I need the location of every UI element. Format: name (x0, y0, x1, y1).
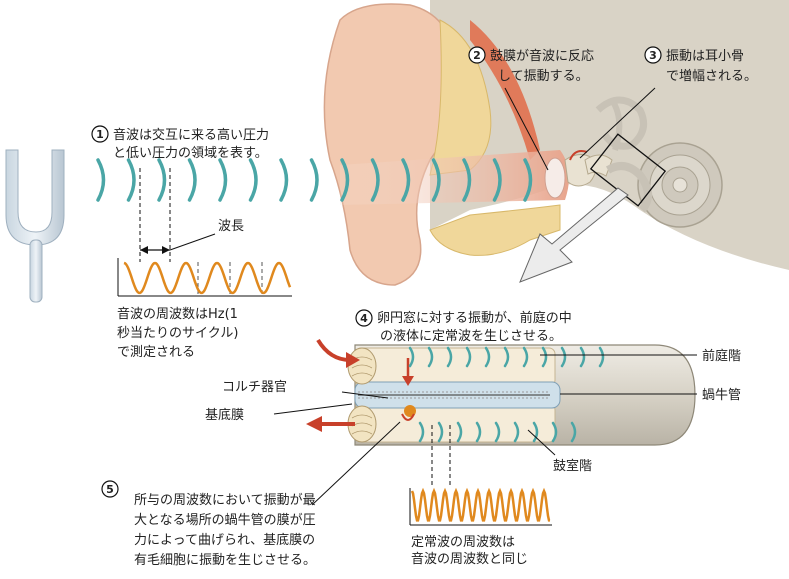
wavelength-marker (140, 168, 215, 262)
wave-arc (281, 160, 287, 200)
step-5-line-4: 有毛細胞に振動を生じさせる。 (134, 553, 316, 568)
step-2-line-2: して振動する。 (498, 69, 589, 84)
wave-arc (312, 160, 318, 200)
frequency-line-2: 秒当たりのサイクル) (117, 326, 238, 341)
step-3-number: 3 (649, 49, 657, 62)
wave-arc (190, 160, 196, 200)
step-5-line-2: 大となる場所の蝸牛管の膜が圧 (134, 513, 316, 528)
cochlea-tube (348, 345, 695, 445)
sound-frequency-graph (118, 258, 292, 296)
step-3-line-2: で増幅される。 (666, 69, 757, 84)
standing-wave-graph (410, 488, 552, 525)
wave-arc (220, 160, 226, 200)
step-2-line-1: 鼓膜が音波に反応 (490, 48, 594, 64)
basilar-membrane-label: 基底膜 (205, 407, 244, 423)
scala-vestibuli-label: 前庭階 (702, 348, 741, 364)
step-4-line-2: の液体に定常波を生じさせる。 (380, 329, 562, 344)
step-2-number: 2 (473, 49, 481, 62)
tuning-fork-icon (6, 150, 64, 302)
step-1-line-1: 音波は交互に来る高い圧力 (113, 127, 269, 143)
step-5: 5 所与の周波数において振動が最 大となる場所の蝸牛管の膜が圧 力によって曲げら… (102, 481, 316, 568)
wave-arc (251, 160, 257, 200)
step-1: 1 音波は交互に来る高い圧力 と低い圧力の領域を表す。 (92, 126, 269, 161)
frequency-line-1: 音波の周波数はHz(1 (117, 306, 238, 322)
frequency-line-3: で測定される (117, 345, 195, 360)
frequency-caption: 音波の周波数はHz(1 秒当たりのサイクル) で測定される (117, 306, 238, 360)
step-1-number: 1 (96, 128, 104, 141)
step-4-line-1: 卵円窓に対する振動が、前庭の中 (377, 310, 572, 326)
wavelength-label: 波長 (218, 219, 244, 234)
organ-of-corti-label: コルチ器官 (222, 379, 287, 395)
wave-arc (98, 160, 104, 200)
scala-tympani-label: 鼓室階 (553, 458, 592, 474)
step-4: 4 卵円窓に対する振動が、前庭の中 の液体に定常波を生じさせる。 (356, 310, 572, 344)
step-1-line-2: と低い圧力の領域を表す。 (113, 145, 268, 161)
wave-arc (129, 160, 135, 200)
wave-arc (159, 160, 165, 200)
standing-wave-line-1: 定常波の周波数は (411, 535, 515, 550)
cochlear-duct-label: 蝸牛管 (702, 388, 741, 403)
step-3-line-1: 振動は耳小骨 (666, 49, 744, 64)
standing-wave-line-2: 音波の周波数と同じ (411, 551, 528, 567)
step-4-number: 4 (360, 312, 368, 325)
step-5-number: 5 (106, 483, 114, 496)
step-5-line-1: 所与の周波数において振動が最 (134, 493, 316, 508)
step-5-line-3: 力によって曲げられ、基底膜の (134, 532, 315, 548)
